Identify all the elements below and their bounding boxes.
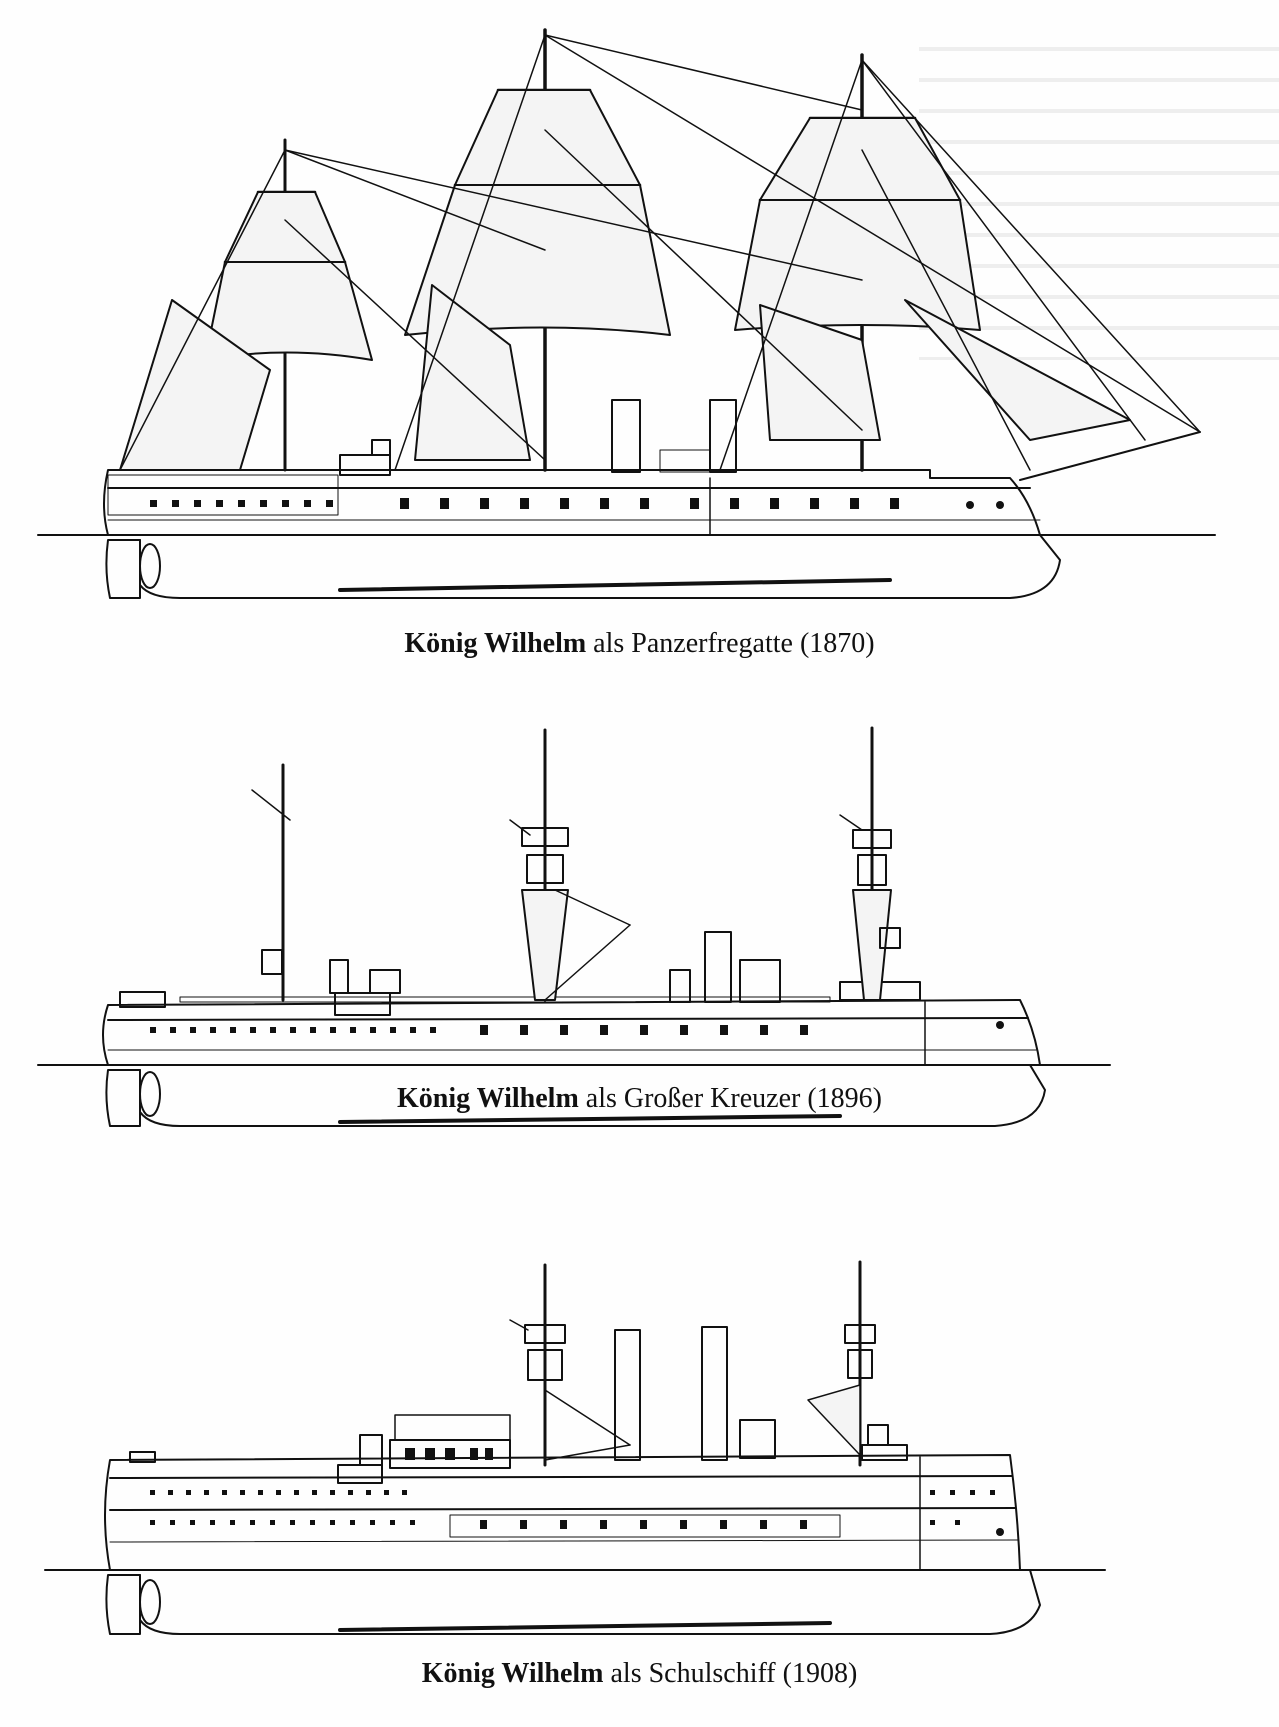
ship-drawing-1896 xyxy=(37,726,1111,1127)
caption-1870: König Wilhelm als Panzerfregatte (1870) xyxy=(0,627,1279,661)
bilge-keel xyxy=(338,1621,832,1632)
propeller xyxy=(139,1071,161,1117)
caption-text: als Großer Kreuzer (1896) xyxy=(578,1083,882,1114)
underwater-hull xyxy=(107,1064,1046,1127)
rigging xyxy=(119,34,1201,471)
upper-hull xyxy=(104,1454,1021,1571)
rudder xyxy=(105,539,141,599)
underwater-hull xyxy=(107,1569,1041,1635)
caption-ship-name: König Wilhelm xyxy=(397,1083,579,1114)
bilge-keel xyxy=(338,578,892,592)
gunports xyxy=(150,498,1004,509)
portholes xyxy=(150,1490,1004,1536)
ship-drawing-1870 xyxy=(37,28,1216,599)
propeller xyxy=(139,543,161,589)
plate-panzerfregatte: König Wilhelm als Panzerfregatte (1870) xyxy=(0,0,1279,680)
caption-ship-name: König Wilhelm xyxy=(404,628,587,659)
sails xyxy=(119,89,1131,471)
rudder xyxy=(105,1574,141,1635)
caption-1908: König Wilhelm als Schulschiff (1908) xyxy=(0,1657,1279,1691)
bowsprit xyxy=(1019,431,1201,481)
plate-grosser-kreuzer: König Wilhelm als Großer Kreuzer (1896) xyxy=(0,680,1279,1210)
caption-ship-name: König Wilhelm xyxy=(421,1658,604,1689)
caption-1896: König Wilhelm als Großer Kreuzer (1896) xyxy=(0,1082,1279,1116)
caption-text: als Panzerfregatte (1870) xyxy=(586,628,875,659)
ship-drawing-1908 xyxy=(44,1260,1106,1635)
rudder xyxy=(105,1069,141,1127)
gunports xyxy=(150,1021,1004,1035)
upper-hull xyxy=(103,469,1041,536)
bilge-keel xyxy=(338,1114,842,1124)
upper-hull xyxy=(102,999,1041,1066)
underwater-hull xyxy=(107,534,1061,599)
propeller xyxy=(139,1579,161,1625)
caption-text: als Schulschiff (1908) xyxy=(603,1658,858,1689)
plate-schulschiff: König Wilhelm als Schulschiff (1908) xyxy=(0,1210,1279,1727)
